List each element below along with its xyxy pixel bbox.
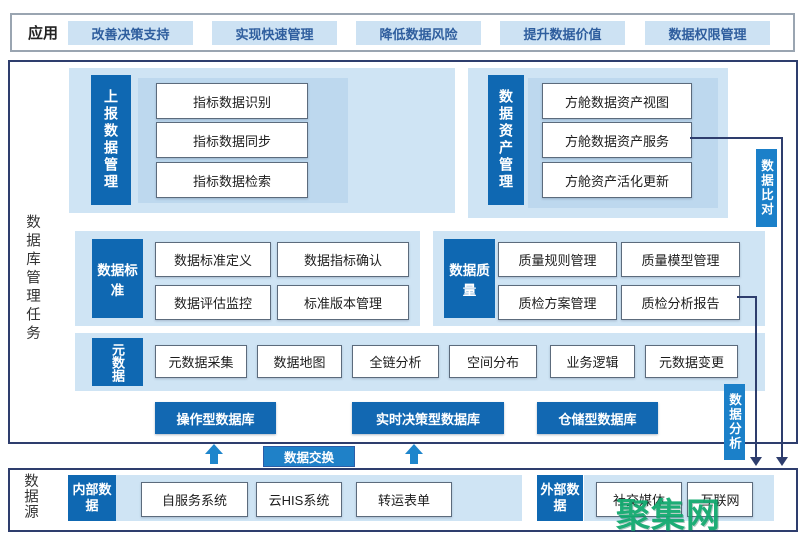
app-item-data-value: 提升数据价值 — [500, 21, 625, 45]
database-task-side-label: 数据库管理任务 — [24, 214, 40, 344]
internal-item-cloud-his: 云HIS系统 — [256, 482, 342, 517]
metadata-label: 元数据 — [92, 338, 143, 386]
standard-item-define: 数据标准定义 — [155, 242, 271, 277]
report-data-label: 上报数据管理 — [91, 75, 131, 205]
asset-item-service: 方舱数据资产服务 — [542, 122, 692, 158]
db-warehouse: 仓储型数据库 — [537, 402, 658, 434]
metadata-item-logic: 业务逻辑 — [550, 345, 635, 378]
db-realtime-decision: 实时决策型数据库 — [352, 402, 504, 434]
up-arrow-icon-right — [405, 444, 423, 454]
application-row-label: 应用 — [28, 25, 59, 42]
data-quality-label: 数据质量 — [444, 239, 495, 318]
database-task-section: 数据库管理任务 上报数据管理 指标数据识别 指标数据同步 指标数据检索 数据资产… — [8, 60, 798, 444]
up-arrow-stem-left — [210, 453, 218, 464]
db-operational: 操作型数据库 — [155, 402, 276, 434]
data-asset-label: 数据资产管理 — [488, 75, 524, 205]
app-item-reduce-risk: 降低数据风险 — [356, 21, 481, 45]
external-data-label: 外部数据 — [537, 475, 583, 521]
app-item-decision-support: 改善决策支持 — [68, 21, 193, 45]
metadata-item-map: 数据地图 — [257, 345, 342, 378]
report-item-sync: 指标数据同步 — [156, 122, 308, 158]
data-source-section: 数据源 内部数据 自服务系统 云HIS系统 转运表单 外部数据 社交媒体 互联网 — [8, 468, 798, 532]
up-arrow-stem-right — [410, 453, 418, 464]
watermark: 聚集网 — [616, 497, 721, 535]
data-quality-panel: 数据质量 质量规则管理 质量模型管理 质检方案管理 质检分析报告 — [433, 231, 765, 326]
data-standard-label: 数据标准 — [92, 239, 143, 318]
metadata-item-chain: 全链分析 — [352, 345, 439, 378]
metadata-item-spatial: 空间分布 — [449, 345, 537, 378]
connector-report-h — [737, 296, 756, 298]
metadata-item-collect: 元数据采集 — [155, 345, 247, 378]
quality-item-plan: 质检方案管理 — [498, 285, 617, 320]
report-data-panel: 上报数据管理 指标数据识别 指标数据同步 指标数据检索 — [69, 68, 455, 213]
down-arrow-icon-analysis — [750, 457, 762, 466]
metadata-item-change: 元数据变更 — [645, 345, 738, 378]
standard-item-version: 标准版本管理 — [277, 285, 409, 320]
asset-item-view: 方舱数据资产视图 — [542, 83, 692, 119]
external-item-internet: 互联网 — [687, 482, 753, 517]
report-item-search: 指标数据检索 — [156, 162, 308, 198]
internal-item-self-service: 自服务系统 — [141, 482, 248, 517]
connector-compare-v — [781, 137, 783, 458]
data-asset-panel: 数据资产管理 方舱数据资产视图 方舱数据资产服务 方舱资产活化更新 — [468, 68, 728, 218]
app-item-fast-management: 实现快速管理 — [212, 21, 337, 45]
quality-item-rule: 质量规则管理 — [498, 242, 617, 277]
internal-item-transfer-form: 转运表单 — [356, 482, 452, 517]
connector-compare-h — [690, 137, 783, 139]
data-compare-tag: 数据比对 — [756, 149, 777, 227]
metadata-panel: 元数据 元数据采集 数据地图 全链分析 空间分布 业务逻辑 元数据变更 — [75, 333, 765, 391]
external-data-panel: 社交媒体 互联网 — [584, 475, 774, 521]
up-arrow-icon-left — [205, 444, 223, 454]
report-item-identify: 指标数据识别 — [156, 83, 308, 119]
quality-item-model: 质量模型管理 — [621, 242, 740, 277]
standard-item-confirm: 数据指标确认 — [277, 242, 409, 277]
asset-item-update: 方舱资产活化更新 — [542, 162, 692, 198]
connector-report-v — [755, 296, 757, 458]
data-analysis-tag: 数据分析 — [724, 384, 745, 460]
quality-item-report: 质检分析报告 — [621, 285, 740, 320]
app-item-permission: 数据权限管理 — [645, 21, 770, 45]
data-exchange-tag: 数据交换 — [263, 446, 355, 467]
data-source-side-label: 数据源 — [22, 473, 38, 520]
down-arrow-icon-compare — [776, 457, 788, 466]
data-standard-panel: 数据标准 数据标准定义 数据指标确认 数据评估监控 标准版本管理 — [75, 231, 420, 326]
standard-item-monitor: 数据评估监控 — [155, 285, 271, 320]
application-row: 应用 改善决策支持 实现快速管理 降低数据风险 提升数据价值 数据权限管理 — [10, 13, 795, 52]
internal-data-label: 内部数据 — [68, 475, 116, 521]
external-item-social-media: 社交媒体 — [596, 482, 682, 517]
internal-data-panel: 自服务系统 云HIS系统 转运表单 — [116, 475, 522, 521]
